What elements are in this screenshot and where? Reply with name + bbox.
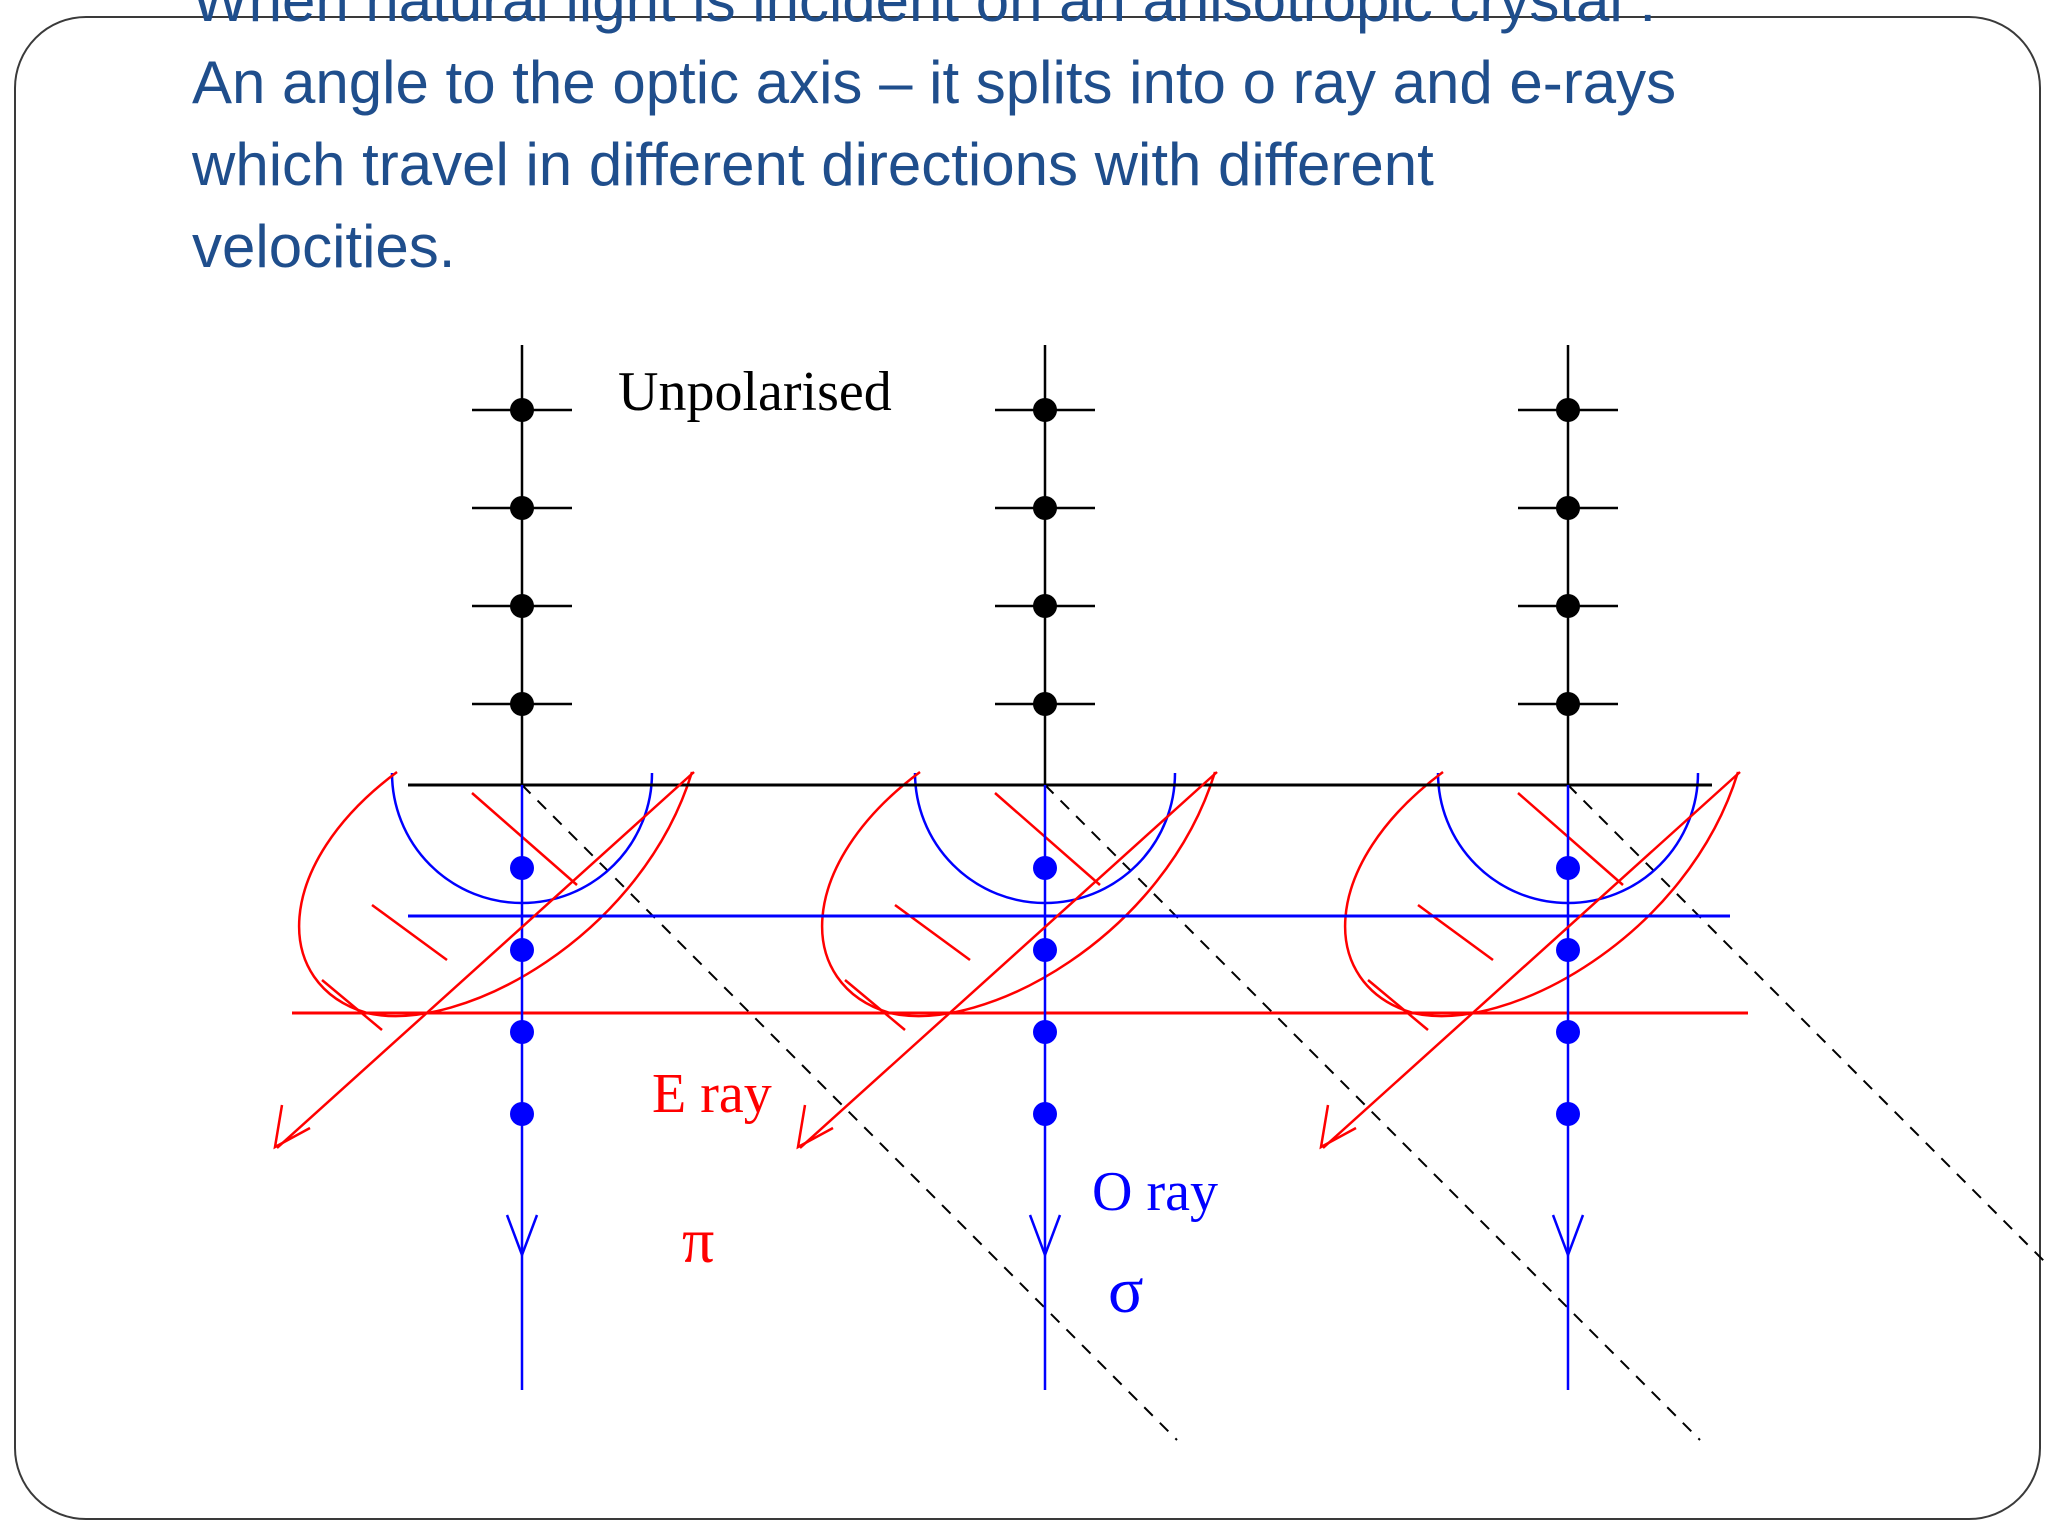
- o-ray-dot-3-3: [1556, 1020, 1580, 1044]
- o-ray-arrow-3: [1551, 1214, 1585, 1259]
- o-ray-dot-2-2: [1033, 938, 1057, 962]
- e-ray-tick-2-1: [994, 792, 1101, 886]
- o-ray-dot-2-3: [1033, 1020, 1057, 1044]
- o-ray-dot-3-2: [1556, 938, 1580, 962]
- e-wavelet-1: [297, 770, 694, 1018]
- dashed-normal-1: [521, 784, 1178, 1441]
- label-pi: π: [682, 1205, 714, 1276]
- polarization-dots: [510, 398, 1580, 1126]
- e-ray-tick-3-2: [1417, 903, 1494, 962]
- label-sigma: σ: [1108, 1254, 1144, 1327]
- e-ray-tick-3-3: [1367, 979, 1429, 1031]
- incident-dot-2-2: [1033, 496, 1057, 520]
- label-unpolarised: Unpolarised: [618, 361, 892, 423]
- e-ray-tick-1-1: [471, 792, 578, 886]
- e-ray-tick-1-3: [321, 979, 383, 1031]
- slide-frame: [14, 16, 2041, 1520]
- incident-dot-2-3: [1033, 594, 1057, 618]
- incident-dot-3-3: [1556, 594, 1580, 618]
- label-e-ray: E ray: [652, 1063, 772, 1125]
- o-ray-dot-1-2: [510, 938, 534, 962]
- e-ray-arrow-2: [796, 1104, 834, 1150]
- e-ray-3: [1322, 771, 1741, 1149]
- incident-dot-3-4: [1556, 692, 1580, 716]
- o-ray-arrow-1: [505, 1214, 539, 1259]
- e-ray-tick-2-3: [844, 979, 906, 1031]
- text-line-2: An angle to the optic axis – it splits i…: [192, 49, 1677, 116]
- incident-dot-1-1: [510, 398, 534, 422]
- o-ray-dot-2-4: [1033, 1102, 1057, 1126]
- label-o-ray: O ray: [1092, 1161, 1218, 1223]
- o-ray-dot-1-1: [510, 856, 534, 880]
- e-ray-tick-3-1: [1517, 792, 1624, 886]
- dashed-normal-2: [1044, 784, 1701, 1441]
- slide-text: When natural light is incident on an ani…: [192, 0, 1992, 288]
- text-line-3: which travel in different directions wit…: [192, 131, 1434, 198]
- wavefront-lines: [292, 783, 1748, 1015]
- huygens-wavelets: [297, 770, 1740, 1031]
- o-ray-dot-2-1: [1033, 856, 1057, 880]
- e-ray-arrow-3: [1319, 1104, 1357, 1150]
- incident-dot-1-3: [510, 594, 534, 618]
- o-ray-dot-3-1: [1556, 856, 1580, 880]
- o-ray-arrow-2: [1028, 1214, 1062, 1259]
- o-ray-dot-1-4: [510, 1102, 534, 1126]
- o-ray-dot-3-4: [1556, 1102, 1580, 1126]
- incident-dot-1-4: [510, 692, 534, 716]
- rays: [273, 345, 1741, 1390]
- e-ray-arrow-1: [273, 1104, 311, 1150]
- e-wavelet-2: [820, 770, 1217, 1018]
- dashed-normal-3: [1567, 784, 2048, 1267]
- o-ray-dot-1-3: [510, 1020, 534, 1044]
- incident-dot-2-1: [1033, 398, 1057, 422]
- incident-dot-1-2: [510, 496, 534, 520]
- incident-dot-3-2: [1556, 496, 1580, 520]
- incident-dot-2-4: [1033, 692, 1057, 716]
- incident-dot-3-1: [1556, 398, 1580, 422]
- e-ray-2: [799, 771, 1218, 1149]
- e-ray-wavefront-normals: [521, 784, 2048, 1441]
- e-ray-tick-2-2: [894, 903, 971, 962]
- text-line-1: When natural light is incident on an ani…: [192, 0, 1657, 34]
- e-wavelet-3: [1343, 770, 1740, 1018]
- text-line-4: velocities.: [192, 213, 456, 280]
- e-ray-1: [276, 771, 695, 1149]
- e-ray-tick-1-2: [371, 903, 448, 962]
